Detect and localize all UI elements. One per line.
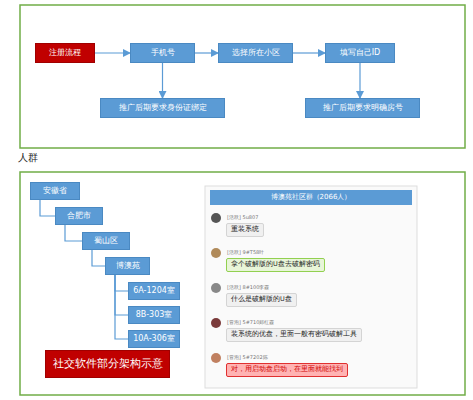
tree-box: 10A-306室: [128, 330, 180, 348]
member-name: [活跃] 5u807: [227, 214, 258, 220]
tree-box: 6A-1204室: [128, 282, 180, 300]
member-name: [冒泡] 5#7202陈: [227, 354, 268, 360]
section-heading: 人群: [18, 151, 38, 165]
message-text: 对，用启动盘启动，在里面就能找到: [231, 365, 343, 373]
node-text: 蜀山区: [94, 236, 118, 245]
note-box: 推广后期要求身份证绑定: [100, 98, 225, 118]
process-box: 填写自己ID: [325, 43, 395, 63]
tree-box: 合肥市: [55, 207, 103, 225]
avatar: [211, 283, 221, 293]
chat-bubble: [活跃] 5u807重装系统: [226, 223, 264, 237]
node-text: 安徽省: [43, 186, 67, 195]
member-name: [活跃] 9#T58叶: [227, 249, 264, 255]
message-text: 什么是破解版的U盘: [231, 295, 292, 303]
tree-box: 安徽省: [30, 182, 80, 200]
node-text: 8B-303室: [136, 310, 173, 319]
node-text: 社交软件部分架构示意: [53, 358, 163, 371]
process-panel: [20, 5, 465, 148]
tree-line: [65, 225, 82, 241]
message-text: 拿个破解版的U盘去破解密码: [231, 260, 320, 268]
chat-header: 博澳苑社区群（2066人）: [210, 190, 412, 205]
tree-line: [92, 250, 105, 266]
member-name: [活跃] 8#100李霞: [227, 284, 269, 290]
tree-line: [115, 275, 128, 291]
chat-bubble: [冒泡] 5#710郑红霞装系统的优盘，里面一般有密码破解工具: [226, 328, 362, 342]
process-box: 注册流程: [35, 43, 95, 63]
member-name: [冒泡] 5#710郑红霞: [227, 319, 274, 325]
node-text: 6A-1204室: [133, 286, 175, 295]
node-text: 博澳苑: [116, 261, 140, 270]
process-box: 选择所在小区: [218, 43, 293, 63]
chat-window: [205, 186, 417, 388]
node-text: 合肥市: [67, 211, 91, 220]
tree-line: [115, 275, 128, 339]
flow-arrow: [162, 63, 163, 98]
node-text: 10A-306室: [133, 334, 175, 343]
message-text: 装系统的优盘，里面一般有密码破解工具: [231, 330, 357, 338]
node-text: 手机号: [151, 48, 175, 57]
tree-line: [115, 275, 128, 315]
avatar: [211, 318, 221, 328]
chat-bubble: [活跃] 8#100李霞什么是破解版的U盘: [226, 293, 297, 307]
avatar: [211, 248, 221, 258]
chat-bubble: [冒泡] 5#7202陈对，用启动盘启动，在里面就能找到: [226, 363, 348, 377]
tree-box: 蜀山区: [82, 232, 130, 250]
node-text: 填写自己ID: [340, 48, 381, 57]
caption-box: 社交软件部分架构示意: [45, 350, 170, 378]
node-text: 博澳苑社区群（2066人）: [271, 193, 352, 201]
flow-arrow: [293, 52, 325, 53]
note-box: 推广后期要求明确房号: [305, 98, 420, 118]
avatar: [211, 353, 221, 363]
message-text: 重装系统: [231, 225, 259, 233]
node-text: 推广后期要求身份证绑定: [119, 103, 207, 112]
avatar: [211, 213, 221, 223]
process-box: 手机号: [130, 43, 195, 63]
crowd-panel: [20, 172, 465, 395]
node-text: 注册流程: [49, 48, 81, 57]
tree-box: 博澳苑: [105, 257, 150, 275]
tree-box: 8B-303室: [128, 306, 180, 324]
node-text: 选择所在小区: [232, 48, 280, 57]
flow-arrow: [359, 63, 360, 98]
flow-arrow: [195, 52, 218, 53]
tree-line: [40, 200, 55, 216]
chat-bubble: [活跃] 9#T58叶拿个破解版的U盘去破解密码: [226, 258, 325, 272]
node-text: 推广后期要求明确房号: [323, 103, 403, 112]
flow-arrow: [95, 52, 130, 53]
